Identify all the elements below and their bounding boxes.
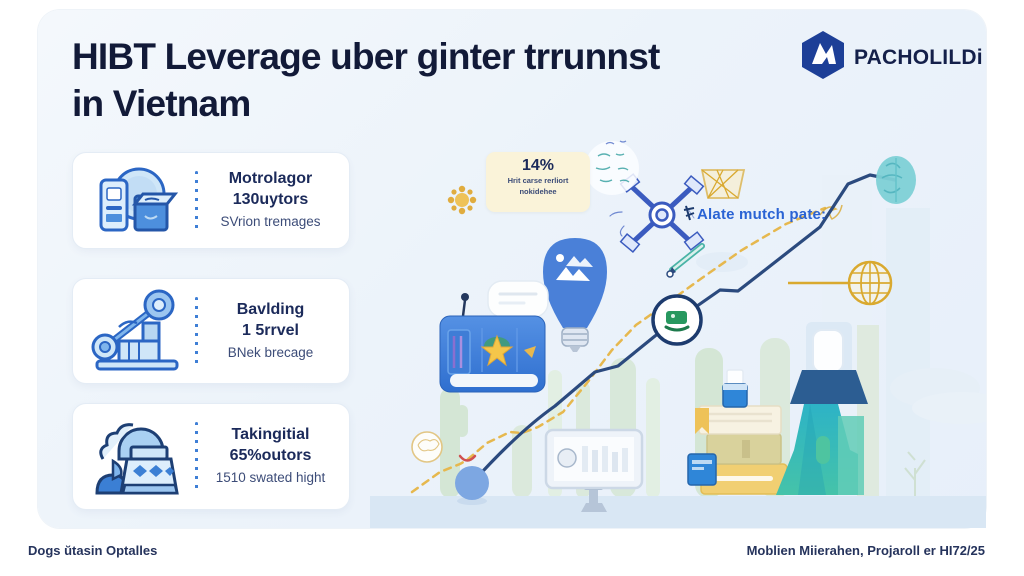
annotation-sketch-glyph [683,205,695,221]
sign-board [544,428,644,512]
title-line-2: in Vietnam [72,82,251,124]
stat3-line1: Takingitial [231,426,310,444]
brand-logo: PACHOLILDi [800,30,983,85]
stat-card-person: Takingitial 65%outors 1510 swated hight [72,403,350,510]
doodle-formula-bubble [585,140,639,195]
brain-endpoint-icon [876,156,916,204]
books-stack [687,369,788,495]
stat-card-lever: Bavlding 1 5rrvel BNek brecage [72,278,350,384]
gold-dashed-trendline [410,206,827,494]
milestone-marker [651,294,703,346]
reward-card-illustration [439,293,546,393]
page-title: HIBT Leverage uber ginter trrunnst in Vi… [72,34,772,127]
badge-caption-2: nokidehee [519,187,557,197]
navy-growth-line [470,173,897,485]
annotation-label: Alate mutch pate: [697,206,827,223]
stat2-line2: 1 5rrvel [242,321,299,339]
dotted-divider [195,297,198,365]
stat2-line3: BNek brecage [227,344,314,360]
person-machine-icon [83,415,191,499]
crown-sketch-icon [700,169,746,199]
title-line-1: HIBT Leverage uber ginter trrunnst [72,36,660,77]
stat-card-devices: Motrolagor 130uytors SVrion tremages [72,152,350,249]
badge-value: 14% [521,157,555,174]
brand-name: PACHOLILDi [854,45,983,69]
gold-gear-icon [447,185,477,215]
dotted-divider [195,171,198,230]
start-point [411,431,489,505]
stat3-line3: 1510 swated hight [215,470,326,486]
stat2-line1: Bavlding [236,300,305,318]
speech-bubble [487,280,549,327]
footer-left-text: Dogs ŭtasin Optalles [28,543,158,558]
growth-illustration [370,140,986,528]
hexagon-logo-icon [800,30,846,85]
stat1-line2: 130uytors [232,191,309,209]
footer-right-text: Moblien Miierahen, Projaroll er HI72/25 [746,543,985,558]
stat1-line3: SVrion tremages [220,214,321,230]
dotted-divider [195,422,198,491]
devices-icon [83,162,191,240]
balloon-bulb-icon [543,238,607,352]
lever-machine-icon [83,289,191,373]
pencil-sketch-icon [666,243,705,278]
stat1-line1: Motrolagor [228,170,313,188]
badge-caption-1: Hrit carse rerliort [507,176,569,185]
callout-badge: 14% Hrit carse rerliort nokidehee [486,152,590,212]
globe-gold-icon [788,260,893,306]
stat3-line2: 65%outors [229,447,312,465]
red-dip-mark [458,454,477,462]
monument-illustration [776,322,868,495]
